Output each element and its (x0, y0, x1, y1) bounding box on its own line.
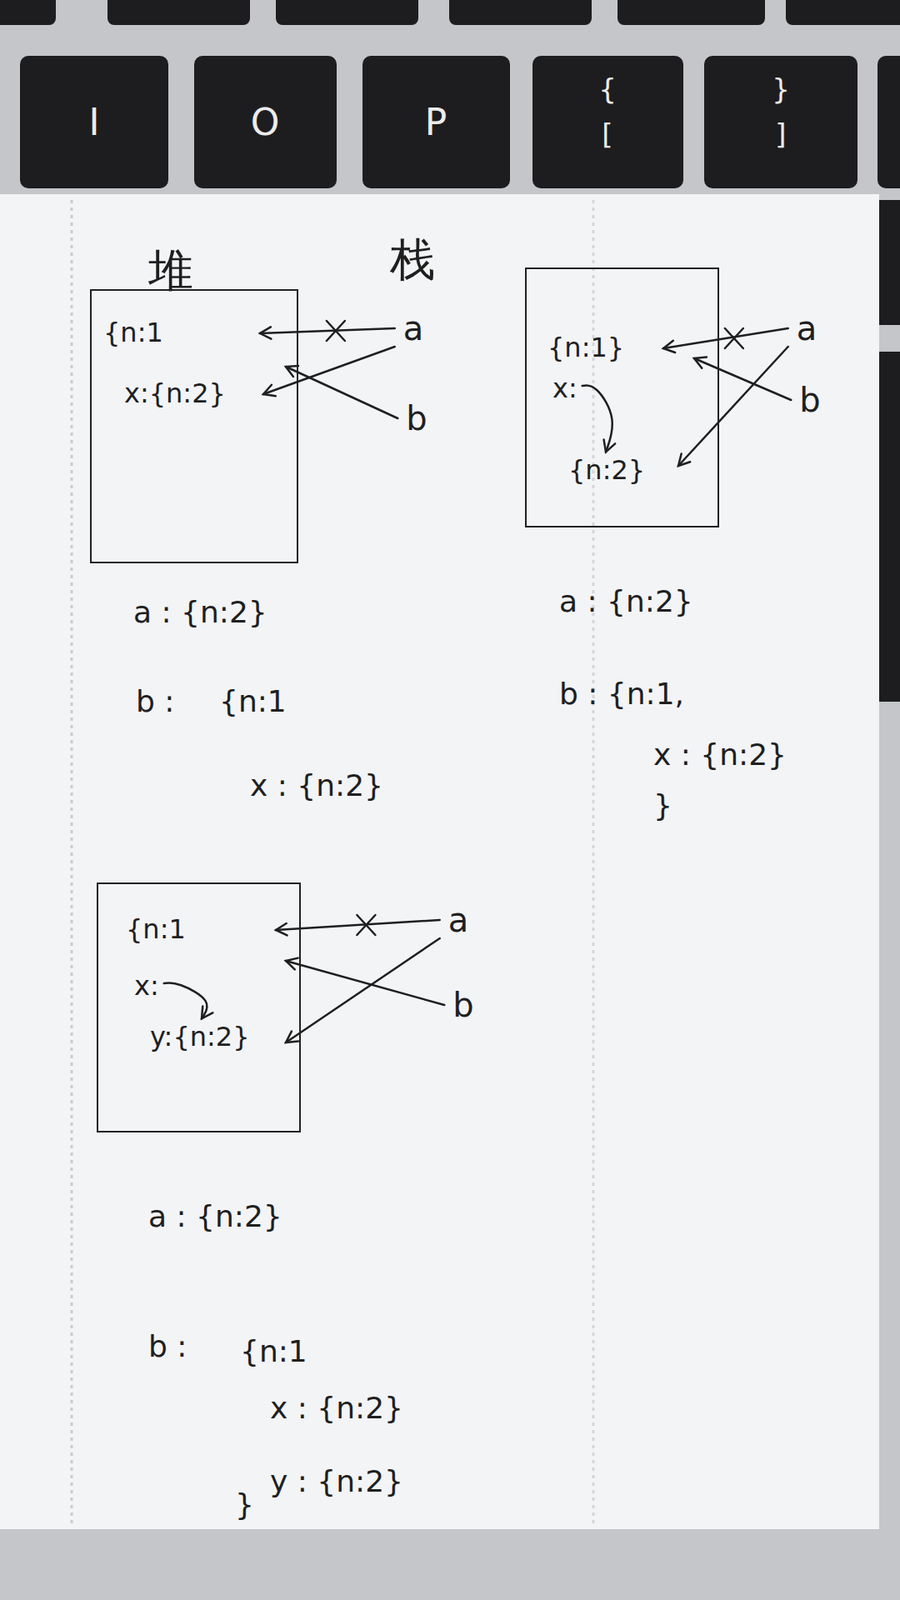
arrow-head (694, 357, 707, 369)
heap-box: {n:1 x: y:{n:2} (96, 882, 301, 1133)
arrow-head (604, 440, 616, 453)
key (785, 0, 900, 25)
arrow-head (260, 326, 271, 339)
key (532, 55, 684, 189)
cross-out-mark (356, 915, 375, 935)
arrow-head (663, 340, 675, 353)
object-text: x: (552, 374, 578, 404)
cross-out-mark (725, 328, 744, 349)
key (275, 0, 419, 25)
result-text: x : {n:2} (270, 1391, 404, 1425)
object-text: x: (134, 971, 160, 1001)
key (20, 55, 169, 189)
cross-out-mark (326, 320, 345, 341)
reference-arrow (164, 982, 208, 1019)
heading-label: 堆 (148, 245, 194, 295)
arrow-head (285, 1031, 299, 1043)
key (0, 0, 56, 25)
key (107, 0, 250, 25)
key (617, 0, 765, 25)
object-text: x:{n:2} (124, 379, 226, 409)
arrow-head (678, 453, 690, 466)
key (362, 55, 510, 189)
pointer-line (285, 938, 440, 1043)
key-letter: P (425, 102, 448, 143)
pointer-line (285, 366, 398, 419)
heap-box: {n:1 x:{n:2} (90, 289, 299, 564)
heap-box: {n:1} x: {n:2} (525, 267, 720, 528)
cross-out-mark (326, 320, 345, 341)
pointer-line (285, 960, 445, 1005)
result-text: b : {n:1, (559, 677, 685, 711)
key (194, 55, 337, 189)
arrow-head (285, 365, 299, 377)
result-text: } (235, 1488, 255, 1522)
pointer-line (663, 328, 789, 349)
result-text: a : {n:2} (133, 595, 268, 630)
reference-arrow (582, 385, 613, 452)
result-text: {n:1 (219, 685, 287, 719)
object-text: {n:1 (103, 318, 164, 348)
arrow-head (263, 385, 276, 397)
heading-label: 栈 (390, 235, 435, 285)
cross-out-mark (725, 328, 744, 349)
result-text: a : {n:2} (559, 585, 694, 619)
result-text: x : {n:2} (250, 769, 384, 803)
key-letter: O (250, 102, 280, 143)
key-letter: { (598, 74, 617, 105)
result-text: a : {n:2} (148, 1200, 283, 1234)
pointer-line (260, 328, 395, 334)
result-text: {n:1 (240, 1335, 308, 1369)
arrow-head (201, 1005, 213, 1019)
object-text: {n:1 (125, 915, 186, 945)
key (704, 55, 858, 189)
variable-name: a (403, 310, 425, 347)
key-letter: [ (601, 119, 613, 150)
arrow-head (285, 958, 299, 970)
variable-name: b (405, 400, 427, 437)
result-text: y : {n:2} (270, 1465, 404, 1499)
perforation-line (70, 200, 74, 1525)
tissue-paper (0, 194, 880, 1530)
object-text: {n:2} (568, 455, 645, 485)
variable-name: b (452, 986, 474, 1024)
pointer-line (678, 346, 789, 466)
key-letter: I (89, 102, 100, 143)
object-text: y:{n:2} (150, 1022, 250, 1052)
result-text: b : (135, 685, 175, 719)
variable-name: a (448, 901, 470, 939)
perforation-line (592, 200, 595, 1525)
result-text: b : (148, 1330, 187, 1364)
key-letter: } (771, 74, 790, 105)
pointer-line (694, 358, 791, 400)
result-text: } (653, 789, 673, 823)
arrow-head (275, 923, 288, 935)
variable-name: a (796, 310, 818, 347)
variable-name: b (799, 381, 820, 419)
key (877, 55, 900, 189)
key-letter: ] (775, 119, 786, 150)
cross-out-mark (356, 915, 375, 935)
object-text: {n:1} (547, 333, 625, 363)
key (449, 0, 592, 25)
result-text: x : {n:2} (653, 738, 787, 772)
